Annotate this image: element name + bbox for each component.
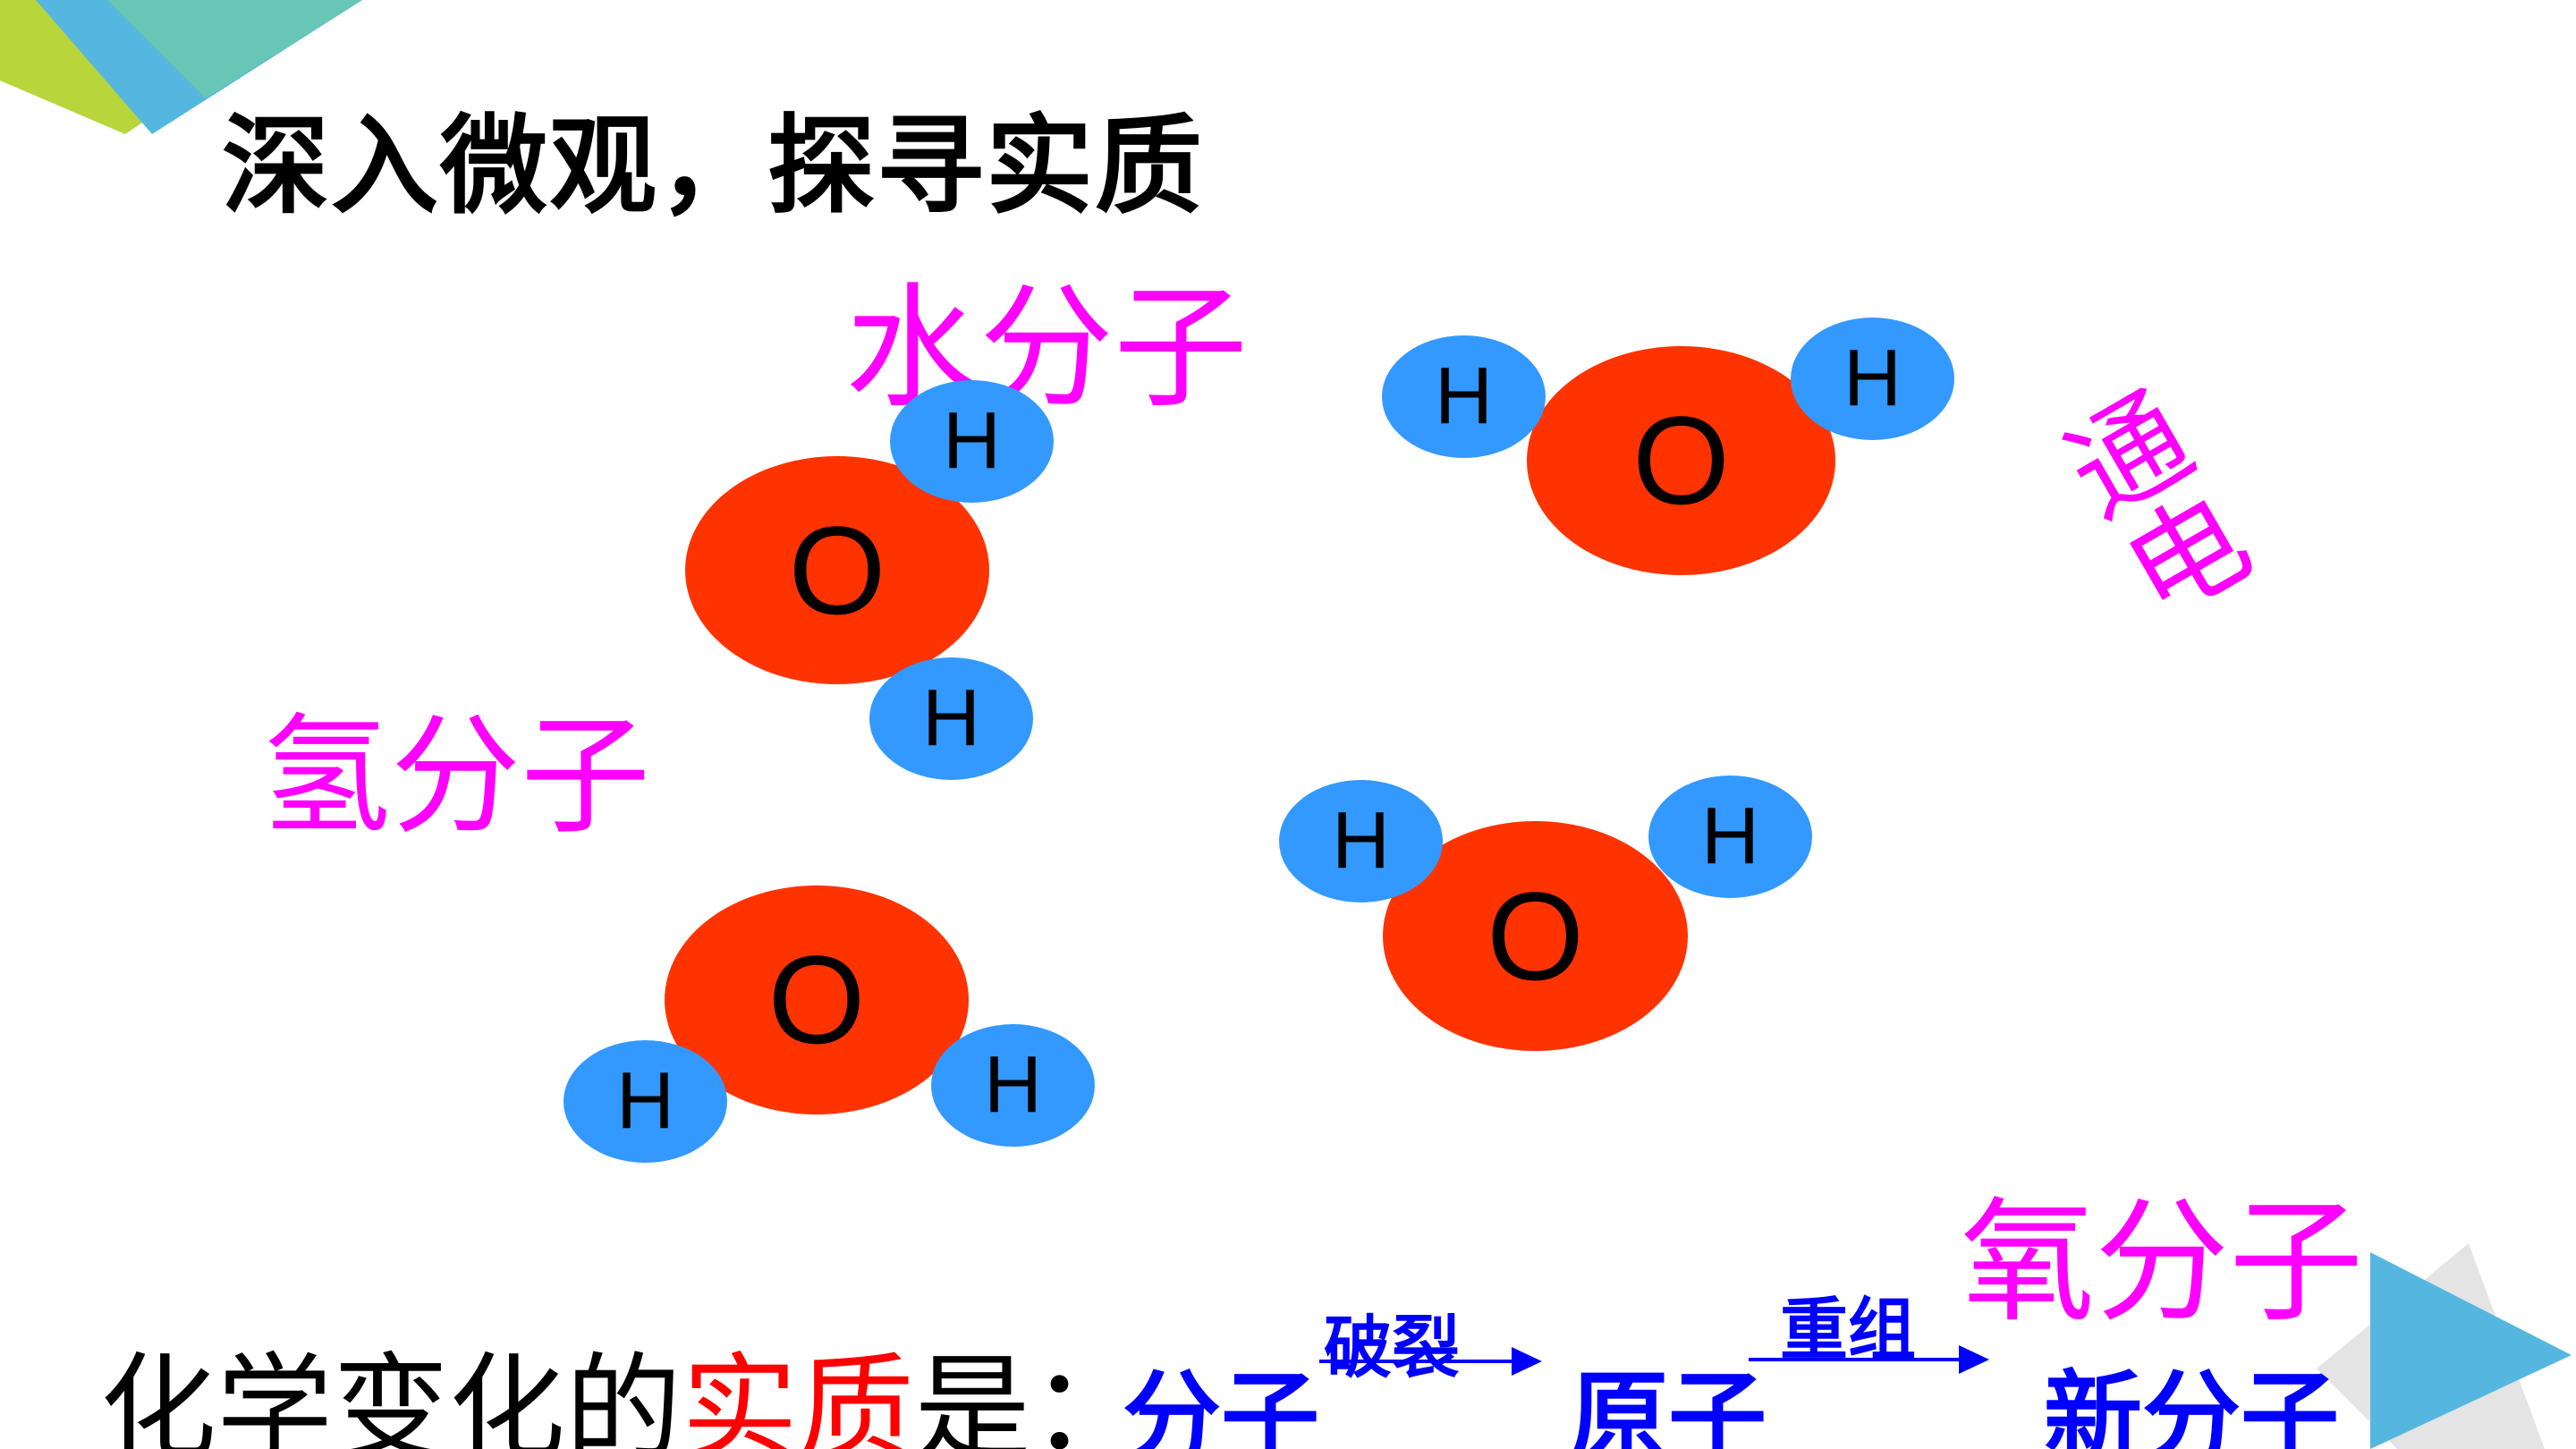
conclusion-prefix: 化学变化的 [100, 1341, 682, 1449]
hydrogen-atom: H [1791, 318, 1954, 440]
hydrogen-atom: H [564, 1040, 727, 1163]
new-molecule-word: 新分子 [2044, 1360, 2339, 1449]
hydrogen-atom: H [1648, 775, 1812, 898]
slide-title: 深入微观，探寻实质 [222, 105, 1204, 229]
recombine-arrow [1749, 1345, 1989, 1374]
recombine-label: 重组 [1780, 1290, 1916, 1369]
hydrogen-atom: H [1382, 335, 1546, 458]
hydrogen-atom: H [890, 380, 1054, 503]
molecule-word: 分子 [1123, 1360, 1319, 1449]
conclusion-highlight: 实质 [682, 1341, 915, 1449]
hydrogen-molecule-label: 氢分子 [261, 701, 650, 852]
oxygen-atom: O [1383, 821, 1688, 1051]
play-triangle-icon [2370, 1252, 2572, 1449]
teal-corner-triangle [107, 0, 362, 98]
conclusion-statement: 化学变化的实质是： [100, 1315, 1147, 1449]
conclusion-suffix: 是： [914, 1341, 1148, 1449]
oxygen-atom: O [1527, 346, 1835, 575]
break-label: 破裂 [1324, 1308, 1460, 1387]
hydrogen-atom: H [1279, 780, 1443, 902]
hydrogen-atom: H [931, 1024, 1095, 1147]
atom-word: 原子 [1570, 1360, 1767, 1449]
oxygen-molecule-label: 氧分子 [1961, 1185, 2364, 1341]
hydrogen-atom: H [869, 657, 1033, 780]
break-arrow [1319, 1347, 1542, 1376]
oxygen-atom: O [685, 456, 989, 684]
